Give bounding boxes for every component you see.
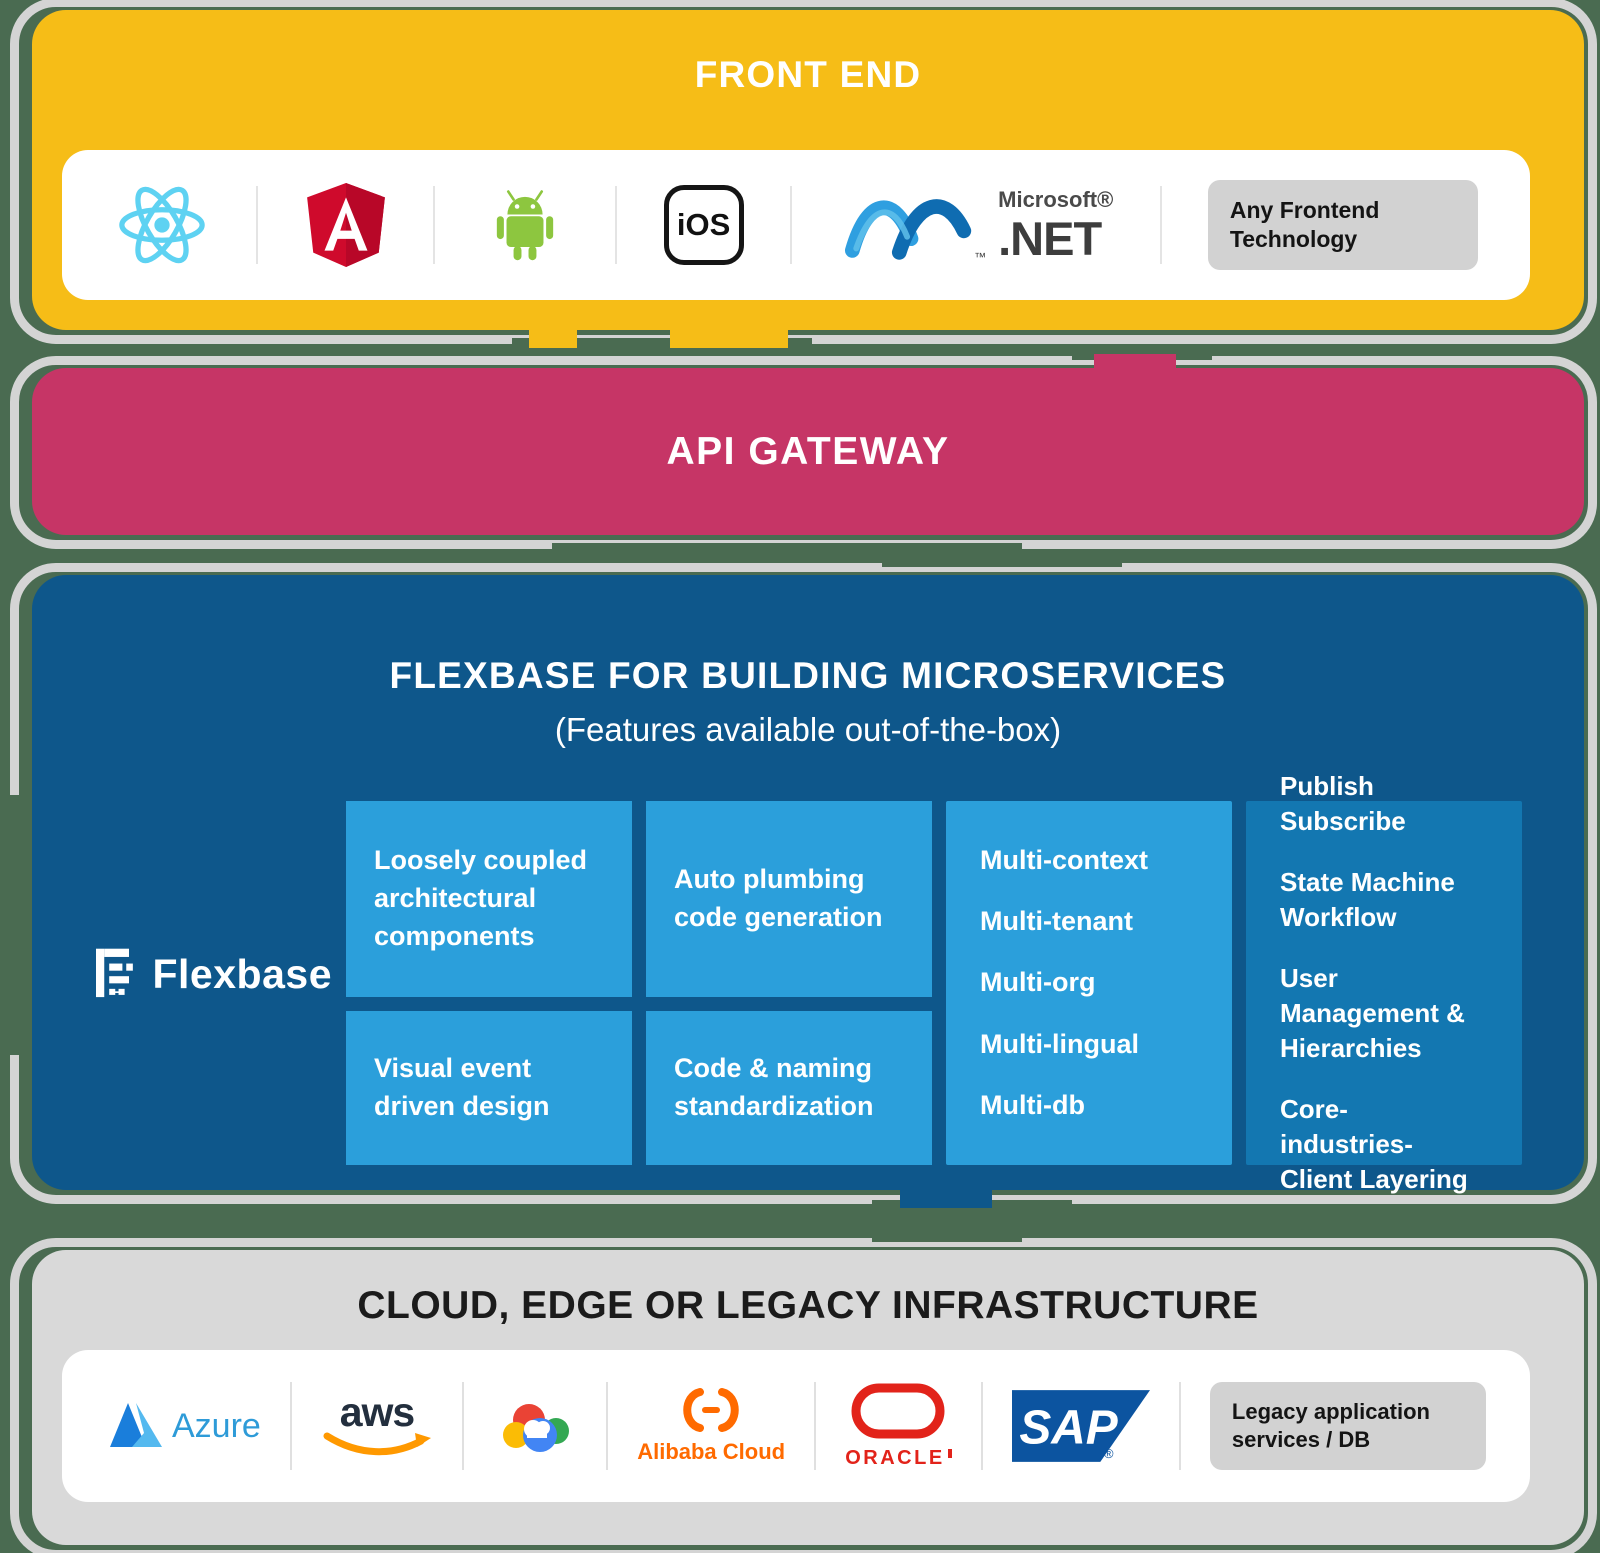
ios-icon: iOS xyxy=(663,185,744,265)
feature-column-1: Loosely coupled architectural components… xyxy=(346,801,632,1165)
any-frontend-chip: Any Frontend Technology xyxy=(1207,179,1478,271)
infrastructure-logo-tray: Azure aws xyxy=(62,1350,1530,1502)
multi-item: Multi-db xyxy=(980,1089,1085,1120)
flexbase-subtitle: (Features available out-of-the-box) xyxy=(554,711,1062,748)
multi-capabilities-box: Multi-context Multi-tenant Multi-org Mul… xyxy=(946,801,1232,1165)
microsoft-label: Microsoft® xyxy=(998,186,1114,212)
flexbase-content: Flexbase Loosely coupled architectural c… xyxy=(32,771,1584,1194)
divider xyxy=(606,1382,609,1470)
oracle-icon: ORACLE xyxy=(845,1383,952,1470)
flexbase-logo-icon xyxy=(96,948,133,998)
outline-gap xyxy=(872,1200,1072,1216)
feature-box: Visual event driven design xyxy=(346,1011,632,1165)
divider xyxy=(462,1382,465,1470)
outline-gap xyxy=(8,795,24,1055)
outline-gap xyxy=(882,551,1122,567)
multi-item: Multi-org xyxy=(980,967,1096,998)
divider xyxy=(1159,186,1162,264)
platform-capabilities-box: Publish Subscribe State Machine Workflow… xyxy=(1246,771,1522,1194)
band-tab xyxy=(670,328,788,348)
azure-icon: Azure xyxy=(106,1399,261,1453)
capability-item: Core- industries- Client Layering xyxy=(1280,1094,1468,1195)
front-end-logo-tray: iOS ™ Microsoft® .NET xyxy=(62,150,1530,300)
divider xyxy=(256,186,259,264)
oracle-trademark-tick xyxy=(947,1448,952,1458)
react-icon xyxy=(114,182,210,268)
sap-label: SAP xyxy=(1019,1401,1117,1454)
google-cloud-icon xyxy=(493,1395,577,1457)
infrastructure-title: CLOUD, EDGE OR LEGACY INFRASTRUCTURE xyxy=(357,1284,1259,1327)
flexbase-band: FLEXBASE FOR BUILDING MICROSERVICES (Fea… xyxy=(8,551,1597,1216)
ios-badge: iOS xyxy=(663,185,744,265)
outline-gap xyxy=(552,543,1022,559)
divider xyxy=(980,1382,983,1470)
flexbase-brand-label: Flexbase xyxy=(152,950,332,997)
android-icon xyxy=(481,179,569,271)
feature-box: Code & naming standardization xyxy=(646,1011,932,1165)
capability-item: State Machine Workflow xyxy=(1280,866,1455,932)
capability-item: Publish Subscribe xyxy=(1280,770,1406,836)
oracle-label: ORACLE xyxy=(845,1446,945,1469)
api-gateway-title: API GATEWAY xyxy=(666,429,950,473)
outline-gap xyxy=(512,338,812,354)
front-end-title: FRONT END xyxy=(694,54,922,95)
feature-column-2: Auto plumbing code generation Code & nam… xyxy=(646,801,932,1165)
divider xyxy=(789,186,792,264)
sap-registered: ® xyxy=(1104,1446,1114,1461)
multi-item: Multi-context xyxy=(980,845,1148,876)
flexbase-brand: Flexbase xyxy=(96,929,332,1019)
divider xyxy=(432,186,435,264)
dotnet-label: .NET xyxy=(998,211,1102,265)
legacy-chip: Legacy application services / DB xyxy=(1209,1381,1486,1471)
divider xyxy=(289,1382,292,1470)
front-end-band: FRONT END xyxy=(10,0,1597,354)
multi-item: Multi-lingual xyxy=(980,1028,1139,1059)
divider xyxy=(1178,1382,1181,1470)
api-gateway-band: API GATEWAY xyxy=(10,344,1597,559)
outline-gap xyxy=(1072,344,1212,360)
band-tab xyxy=(1094,354,1176,370)
feature-box: Auto plumbing code generation xyxy=(646,801,932,997)
sap-icon: SAP ® xyxy=(1011,1390,1150,1462)
aws-smile-icon xyxy=(323,1432,431,1456)
infrastructure-band: CLOUD, EDGE OR LEGACY INFRASTRUCTURE Azu… xyxy=(10,1226,1597,1553)
band-tab xyxy=(900,1188,992,1208)
outline-gap xyxy=(872,1226,1022,1242)
aws-label: aws xyxy=(339,1388,415,1435)
dotnet-tm: ™ xyxy=(974,250,987,264)
azure-label: Azure xyxy=(172,1406,261,1445)
flexbase-title: FLEXBASE FOR BUILDING MICROSERVICES xyxy=(389,655,1227,696)
angular-icon xyxy=(305,181,387,269)
divider xyxy=(615,186,618,264)
capability-item: User Management & Hierarchies xyxy=(1280,962,1465,1064)
alibaba-cloud-icon: Alibaba Cloud xyxy=(637,1387,785,1465)
divider xyxy=(814,1382,817,1470)
multi-item: Multi-tenant xyxy=(980,906,1133,937)
ios-label: iOS xyxy=(676,207,731,242)
dotnet-icon: ™ Microsoft® .NET xyxy=(838,180,1113,270)
band-tab xyxy=(529,328,577,348)
feature-box: Loosely coupled architectural components xyxy=(346,801,632,997)
aws-icon: aws xyxy=(321,1388,433,1459)
alibaba-label: Alibaba Cloud xyxy=(637,1439,786,1464)
dotnet-wave-icon xyxy=(845,199,972,260)
